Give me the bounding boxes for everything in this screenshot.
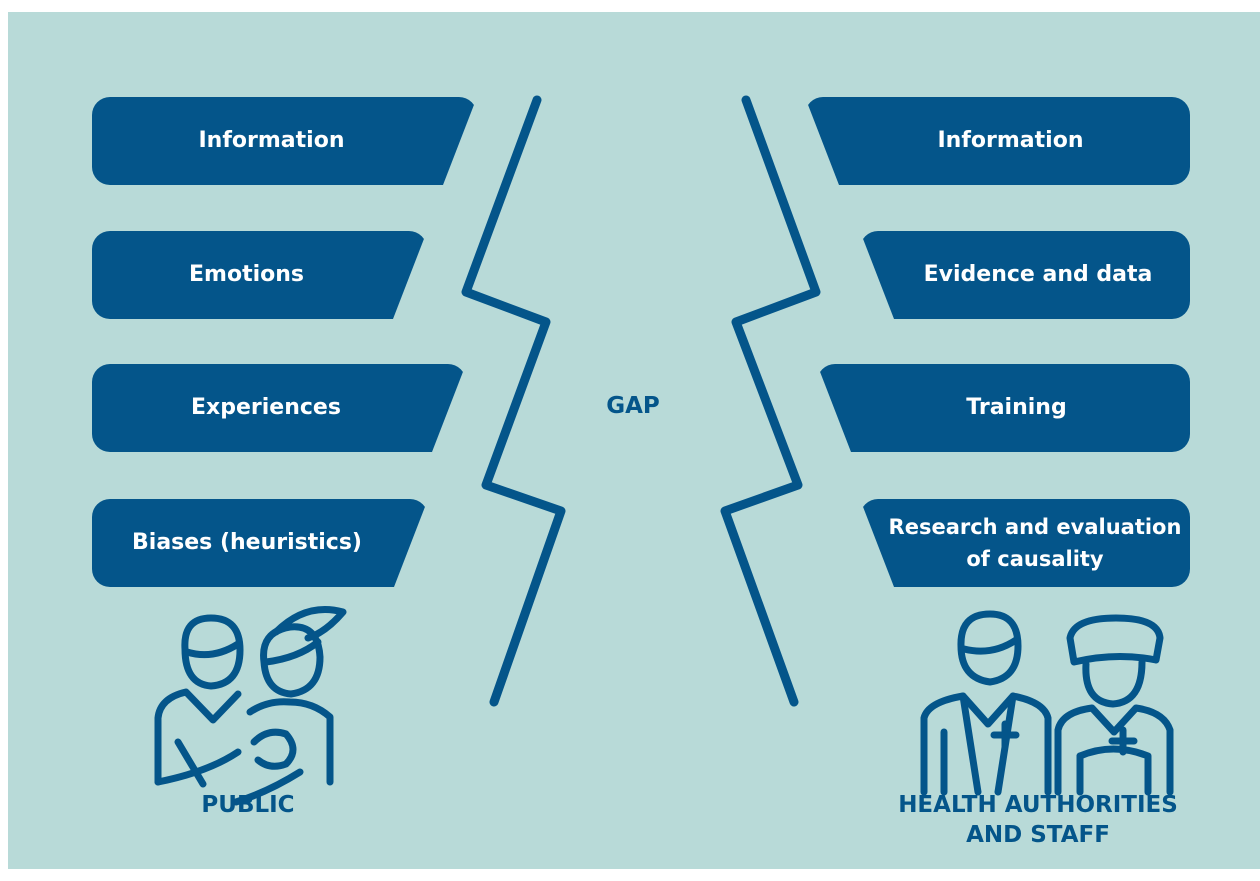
- gap-divider-right: [720, 95, 821, 707]
- authorities-card-research: Research and evaluation of causality: [860, 499, 1190, 587]
- authorities-card-evidence: Evidence and data: [860, 231, 1190, 319]
- diagram-graphics: [154, 95, 1174, 806]
- authorities-label: HEALTH AUTHORITIES AND STAFF: [878, 790, 1198, 850]
- authorities-label-line2: AND STAFF: [966, 822, 1110, 848]
- public-card-experiences: Experiences: [92, 364, 466, 452]
- authorities-card-training: Training: [817, 364, 1190, 452]
- public-label: PUBLIC: [201, 792, 295, 818]
- authorities-card-information: Information: [805, 97, 1190, 185]
- authorities-label-line1: HEALTH AUTHORITIES: [898, 792, 1178, 818]
- public-card-emotions: Emotions: [92, 231, 427, 319]
- public-card-biases: Biases (heuristics): [92, 499, 428, 587]
- family-icon: [154, 606, 347, 806]
- gap-divider-left: [461, 95, 566, 707]
- doctor-nurse-icon: [920, 610, 1174, 796]
- public-card-information: Information: [92, 97, 477, 185]
- diagram-canvas: Information Emotions Experiences Biases …: [8, 12, 1260, 869]
- gap-label: GAP: [606, 393, 660, 419]
